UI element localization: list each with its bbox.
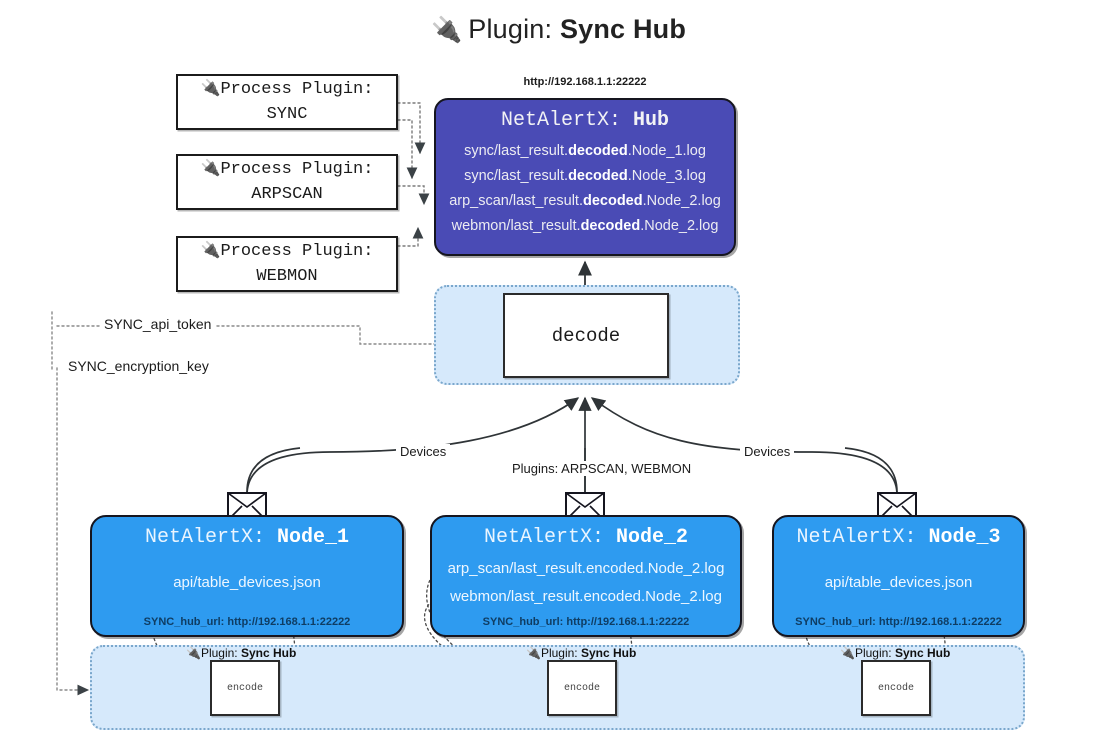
node-log-line: arp_scan/last_result.encoded.Node_2.log (447, 559, 725, 577)
plugin-strip-label-1: 🔌Plugin: Sync Hub (186, 646, 297, 660)
edge-envelope1-stem (246, 447, 301, 493)
edge-label-devices-left: Devices (396, 444, 451, 459)
edge-sync-to-hublog2 (397, 119, 418, 180)
node-box-node3[interactable]: NetAlertX: Node_3 api/table_devices.json… (772, 515, 1025, 637)
process-plugin-label: Process Plugin: (220, 80, 374, 100)
process-plugin-name: SYNC (266, 105, 308, 124)
hub-title: NetAlertX: Hub (501, 109, 669, 132)
process-plugin-box-arpscan[interactable]: 🔌Process Plugin: ARPSCAN (176, 154, 398, 210)
edge-label-devices-right: Devices (740, 444, 795, 459)
page-title: 🔌Plugin: Sync Hub (0, 14, 1117, 45)
node-title: NetAlertX: Node_1 (144, 526, 350, 549)
node-box-node1[interactable]: NetAlertX: Node_1 api/table_devices.json… (90, 515, 404, 637)
plug-icon: 🔌 (200, 78, 221, 98)
node-footer: SYNC_hub_url: http://192.168.1.1:22222 (143, 616, 351, 628)
plug-icon: 🔌 (430, 16, 463, 44)
plug-icon: 🔌 (186, 646, 201, 660)
process-plugin-name: ARPSCAN (251, 185, 323, 204)
plug-icon: 🔌 (200, 158, 221, 178)
plugin-strip-label-2: 🔌Plugin: Sync Hub (526, 646, 637, 660)
encode-box-node2[interactable]: encode (547, 660, 617, 716)
process-plugin-label: Process Plugin: (220, 242, 374, 262)
page-title-prefix: Plugin: (468, 14, 560, 44)
edge-sync-to-hublog1 (397, 102, 426, 155)
hub-url: http://192.168.1.1:22222 (523, 76, 647, 88)
plug-icon: 🔌 (840, 646, 855, 660)
encode-box-node1[interactable]: encode (210, 660, 280, 716)
edge-encryption-key-to-plugin-strip (56, 367, 90, 696)
hub-log-line: arp_scan/last_result.decoded.Node_2.log (449, 192, 721, 209)
edge-arpscan-to-hublog3 (397, 185, 430, 206)
process-plugin-label: Process Plugin: (220, 160, 374, 180)
hub-box[interactable]: NetAlertX: Hub sync/last_result.decoded.… (434, 98, 736, 256)
hub-title-name: Hub (633, 109, 670, 132)
node-footer: SYNC_hub_url: http://192.168.1.1:22222 (482, 616, 690, 628)
decode-box[interactable]: decode (503, 293, 669, 378)
encode-box-node3[interactable]: encode (861, 660, 931, 716)
secret-label-encryption-key: SYNC_encryption_key (64, 358, 213, 374)
node-log-line: api/table_devices.json (824, 573, 973, 591)
edge-envelope3-stem (844, 447, 898, 493)
node-title: NetAlertX: Node_2 (483, 526, 689, 549)
plug-icon: 🔌 (526, 646, 541, 660)
process-plugin-box-webmon[interactable]: 🔌Process Plugin: WEBMON (176, 236, 398, 292)
process-plugin-name: WEBMON (256, 267, 318, 286)
node-title: NetAlertX: Node_3 (796, 526, 1001, 549)
edge-label-plugins: Plugins: ARPSCAN, WEBMON (508, 461, 696, 476)
node-box-node2[interactable]: NetAlertX: Node_2 arp_scan/last_result.e… (430, 515, 742, 637)
page-title-name: Sync Hub (559, 14, 687, 44)
edge-webmon-to-hublog4 (397, 226, 424, 247)
hub-log-line: sync/last_result.decoded.Node_1.log (464, 143, 706, 159)
hub-title-prefix: NetAlertX: (500, 109, 633, 132)
hub-log-line: webmon/last_result.decoded.Node_2.log (451, 217, 719, 234)
plug-icon: 🔌 (200, 240, 221, 260)
node-footer: SYNC_hub_url: http://192.168.1.1:22222 (795, 616, 1002, 628)
plugin-strip-label-3: 🔌Plugin: Sync Hub (840, 646, 951, 660)
node-log-line: webmon/last_result.encoded.Node_2.log (450, 587, 722, 605)
hub-log-line: sync/last_result.decoded.Node_3.log (464, 167, 706, 184)
secret-label-api-token: SYNC_api_token (100, 316, 216, 332)
node-log-line: api/table_devices.json (173, 573, 321, 591)
process-plugin-box-sync[interactable]: 🔌Process Plugin: SYNC (176, 74, 398, 130)
